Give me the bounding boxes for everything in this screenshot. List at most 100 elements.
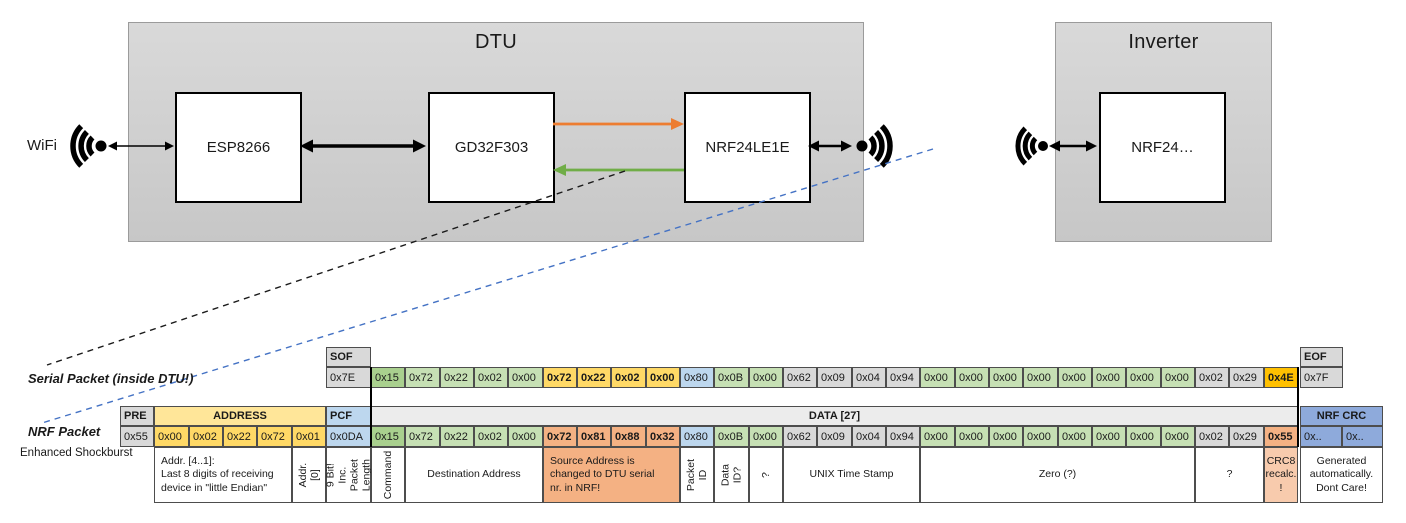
nrf-pcf-header: PCF <box>326 406 371 426</box>
inverter-container: Inverter <box>1055 22 1272 242</box>
nrf-address-value: 0x72 <box>257 426 292 447</box>
nrf-byte-cell: 0x00 <box>1023 426 1058 447</box>
annotation-cell: Zero (?) <box>920 447 1195 503</box>
nrf-byte-cell: 0x00 <box>1126 426 1161 447</box>
wifi-icon-right <box>856 124 893 168</box>
serial-packet-label: Serial Packet (inside DTU!) <box>28 371 194 386</box>
serial-eof-value: 0x7F <box>1300 367 1343 388</box>
annotation-cell: 9 Bit! Inc. Packet Length <box>324 447 373 503</box>
nrf-byte-cell: 0x00 <box>749 426 783 447</box>
esp8266-box: ESP8266 <box>175 92 302 203</box>
nrf24le1e-label: NRF24LE1E <box>705 139 790 156</box>
nrf-address-value: 0x02 <box>189 426 223 447</box>
annotation-cell: Packet ID <box>680 447 714 503</box>
wifi-icon-left <box>70 124 107 168</box>
esp8266-label: ESP8266 <box>206 139 271 156</box>
nrf-byte-cell: 0x00 <box>508 426 543 447</box>
annotation-cell: Source Address is changed to DTU serial … <box>543 447 680 503</box>
serial-byte-cell: 0x09 <box>817 367 852 388</box>
annotation-cell: Destination Address <box>405 447 543 503</box>
annotation-cell: Addr.[0] <box>292 447 326 503</box>
serial-byte-cell: 0x00 <box>1161 367 1195 388</box>
serial-sof-value: 0x7E <box>326 367 371 388</box>
annotation-cell: CRC8 recalc. ! <box>1264 447 1298 503</box>
nrf-byte-cell: 0x02 <box>474 426 508 447</box>
nrf-byte-cell: 0x09 <box>817 426 852 447</box>
serial-byte-cell: 0x80 <box>680 367 714 388</box>
annotation-cell: UNIX Time Stamp <box>783 447 920 503</box>
nrf-byte-cell: 0x22 <box>440 426 474 447</box>
serial-byte-cell: 0x22 <box>440 367 474 388</box>
serial-byte-cell: 0x15 <box>371 367 405 388</box>
payload-alignment-line <box>369 367 373 447</box>
nrf-address-header: ADDRESS <box>154 406 326 426</box>
serial-byte-cell: 0x00 <box>1023 367 1058 388</box>
serial-sof-header: SOF <box>326 347 371 367</box>
annotation-cell: ? <box>1195 447 1264 503</box>
nrf-packet-sublabel: Enhanced Shockburst <box>20 447 133 459</box>
nrf-byte-cell: 0x80 <box>680 426 714 447</box>
nrf-byte-cell: 0x32 <box>646 426 680 447</box>
serial-byte-cell: 0x00 <box>508 367 543 388</box>
nrf-address-value: 0x22 <box>223 426 257 447</box>
dtu-title: DTU <box>474 31 517 53</box>
nrf-address-value: 0x01 <box>292 426 326 447</box>
annotation-cell: ? <box>749 447 783 503</box>
nrf-byte-cell: 0x72 <box>405 426 440 447</box>
serial-byte-cell: 0x02 <box>1195 367 1229 388</box>
nrf-pre-value: 0x55 <box>120 426 154 447</box>
inverter-title: Inverter <box>1128 31 1199 53</box>
serial-byte-cell: 0x00 <box>920 367 955 388</box>
nrf-crc-value: 0x.. <box>1342 426 1383 447</box>
nrf-pcf-value: 0x0DA <box>326 426 371 447</box>
serial-byte-cell: 0x00 <box>955 367 989 388</box>
nrf-packet-label: NRF Packet <box>28 424 101 439</box>
serial-byte-cell: 0x62 <box>783 367 817 388</box>
serial-byte-cell: 0x00 <box>1058 367 1092 388</box>
nrf-byte-cell: 0x72 <box>543 426 577 447</box>
serial-dashed-connector <box>46 170 626 366</box>
nrf-byte-cell: 0x0B <box>714 426 749 447</box>
nrf-byte-cell: 0x88 <box>611 426 646 447</box>
inverter-nrf24-box: NRF24… <box>1099 92 1226 203</box>
wifi-icon-inverter <box>1015 126 1048 166</box>
annotation-cell: Command <box>371 447 405 503</box>
arrow-gd-nrf-orange <box>553 118 684 130</box>
nrf-byte-cell: 0x00 <box>1161 426 1195 447</box>
arrow-esp-gd <box>300 139 426 153</box>
arrow-nrf-gd-green <box>553 164 684 176</box>
serial-byte-cell: 0x00 <box>749 367 783 388</box>
serial-byte-cell: 0x00 <box>1126 367 1161 388</box>
nrf-byte-cell: 0x02 <box>1195 426 1229 447</box>
serial-byte-cell: 0x4E <box>1264 367 1298 388</box>
nrf-byte-cell: 0x62 <box>783 426 817 447</box>
serial-byte-cell: 0x22 <box>577 367 611 388</box>
nrf-byte-cell: 0x00 <box>989 426 1023 447</box>
annotation-cell: Addr. [4..1]: Last 8 digits of receiving… <box>154 447 292 503</box>
gd32f303-label: GD32F303 <box>454 139 529 156</box>
nrf-pre-header: PRE <box>120 406 154 426</box>
annotation-cell: Data ID? <box>714 447 749 503</box>
serial-byte-cell: 0x00 <box>646 367 680 388</box>
serial-byte-cell: 0x04 <box>852 367 886 388</box>
nrf24le1e-box: NRF24LE1E <box>684 92 811 203</box>
payload-alignment-line <box>1296 367 1300 447</box>
nrf-data-header: DATA [27] <box>371 406 1298 426</box>
serial-byte-cell: 0x72 <box>543 367 577 388</box>
annotation-cell: Generated automatically. Dont Care! <box>1300 447 1383 503</box>
arrow-wifi-esp <box>108 141 174 151</box>
nrf-byte-cell: 0x81 <box>577 426 611 447</box>
serial-eof-header: EOF <box>1300 347 1343 367</box>
serial-byte-cell: 0x00 <box>989 367 1023 388</box>
inverter-nrf24-label: NRF24… <box>1131 139 1194 156</box>
nrf-byte-cell: 0x29 <box>1229 426 1264 447</box>
nrf-byte-cell: 0x94 <box>886 426 920 447</box>
nrf-dashed-connector <box>41 148 934 424</box>
nrf-crc-value: 0x.. <box>1300 426 1342 447</box>
arrow-wifi-inverter-nrf <box>1049 140 1097 152</box>
nrf-byte-cell: 0x00 <box>1058 426 1092 447</box>
nrf-address-value: 0x00 <box>154 426 189 447</box>
serial-byte-cell: 0x72 <box>405 367 440 388</box>
